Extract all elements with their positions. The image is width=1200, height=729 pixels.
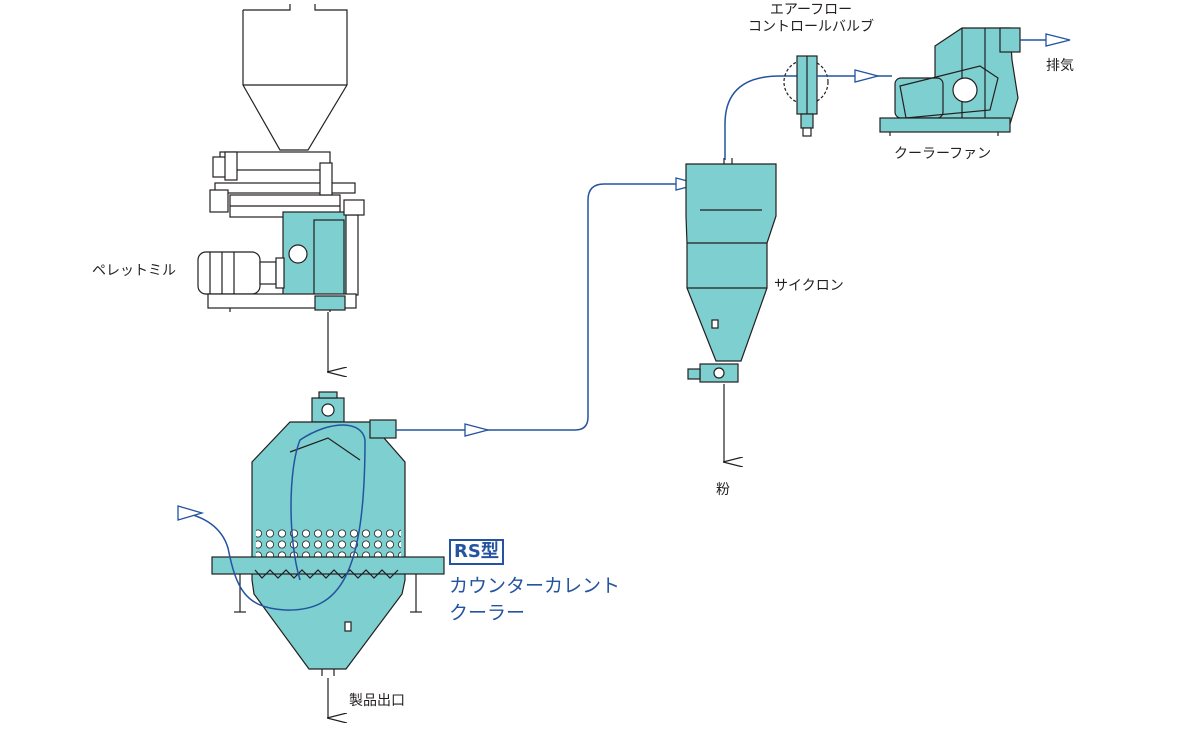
counter-current-cooler	[211, 391, 445, 676]
cooler-name-line2: クーラー	[449, 602, 526, 624]
cooler-fan-label: クーラーファン	[894, 146, 992, 162]
cooling-air-inlet-line	[179, 424, 366, 611]
pellet-mill-label: ペレットミル	[92, 263, 176, 279]
valve-label: エアーフロー コントロールバルブ	[736, 2, 886, 36]
pellet-mill-hopper	[242, 4, 348, 151]
cooler-fan	[879, 27, 1021, 136]
cooler-name-label: カウンターカレント クーラー	[449, 573, 620, 627]
duct-arrow-1	[464, 423, 491, 437]
cooler-to-cyclone-duct	[396, 183, 698, 431]
cyclone-label: サイクロン	[774, 278, 844, 294]
cooler-exhaust-outlet	[369, 419, 397, 439]
pellet-mill	[197, 4, 365, 312]
cooler-name-line1: カウンターカレント	[449, 575, 621, 597]
product-outlet-label: 製品出口	[349, 693, 405, 709]
valve-dashed-outline	[783, 59, 829, 105]
powder-label: 粉	[716, 482, 730, 498]
exhaust-label: 排気	[1046, 58, 1074, 74]
cyclone	[685, 158, 777, 383]
pellet-mill-motor	[197, 251, 261, 295]
cooler-model-badge: RS型	[449, 539, 504, 565]
valve-label-line1: エアーフロー	[769, 2, 853, 18]
air-flow-control-valve	[783, 55, 829, 137]
fan-duct-arrow	[854, 69, 881, 83]
fan-outlet	[999, 27, 1021, 53]
exhaust-arrow	[1045, 33, 1071, 47]
cooling-air-inlet-arrow	[177, 505, 205, 521]
cooler-frame	[211, 556, 445, 575]
fan-base	[879, 117, 1011, 133]
cyclone-body	[685, 163, 777, 362]
cyclone-to-valve-duct	[724, 75, 798, 160]
valve-label-line2: コントロールバルブ	[748, 19, 874, 35]
fan-belt-guard	[899, 65, 999, 119]
